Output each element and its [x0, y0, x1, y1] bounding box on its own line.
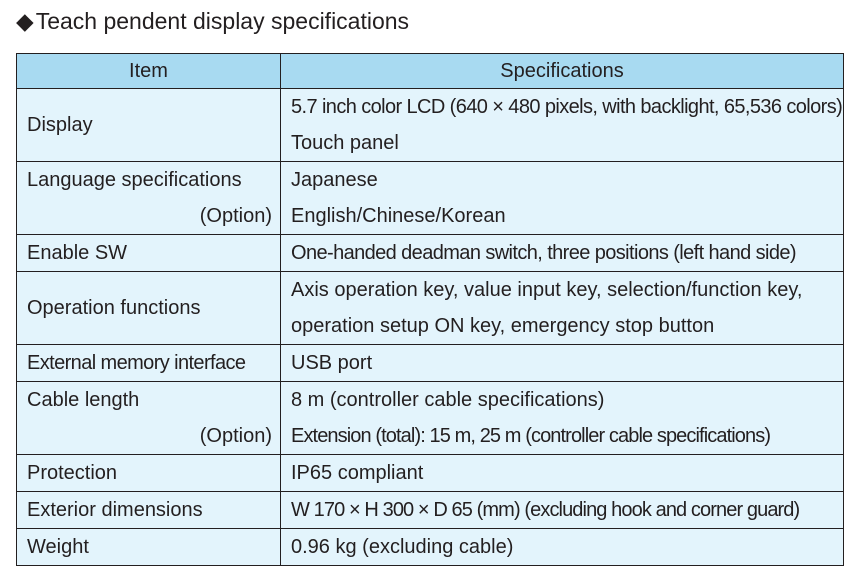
- spec-cell: USB port: [280, 344, 844, 382]
- spec-cell: 8 m (controller cable specifications) Ex…: [280, 381, 844, 455]
- spec-cell: W 170 × H 300 × D 65 (mm) (excluding hoo…: [280, 491, 844, 529]
- spec-line: USB port: [291, 352, 373, 374]
- item-option-label: (Option): [199, 425, 272, 447]
- spec-line: 0.96 kg (excluding cable): [291, 536, 514, 558]
- item-cell: Protection: [16, 454, 281, 492]
- item-label: Operation functions: [27, 297, 201, 319]
- table-header-row: Item Specifications: [16, 53, 844, 89]
- spec-line: 8 m (controller cable specifications): [291, 389, 605, 411]
- table-row: Weight 0.96 kg (excluding cable): [16, 528, 844, 566]
- item-cell: Operation functions: [16, 271, 281, 345]
- spec-line: Touch panel: [291, 132, 399, 154]
- spec-cell: One-handed deadman switch, three positio…: [280, 234, 844, 272]
- diamond-bullet-icon: ◆: [16, 8, 34, 34]
- item-label: External memory interface: [27, 352, 246, 374]
- item-cell: Weight: [16, 528, 281, 566]
- spec-line: Japanese: [291, 169, 378, 191]
- table-row: Display 5.7 inch color LCD (640 × 480 pi…: [16, 88, 844, 162]
- column-header-item: Item: [16, 53, 281, 89]
- spec-line: English/Chinese/Korean: [291, 205, 506, 227]
- spec-line: Extension (total): 15 m, 25 m (controlle…: [291, 425, 771, 447]
- item-label: Exterior dimensions: [27, 499, 203, 521]
- spec-cell: 5.7 inch color LCD (640 × 480 pixels, wi…: [280, 88, 844, 162]
- item-cell: Exterior dimensions: [16, 491, 281, 529]
- spec-line: Axis operation key, value input key, sel…: [291, 279, 803, 301]
- item-cell: Display: [16, 88, 281, 162]
- spec-line: One-handed deadman switch, three positio…: [291, 242, 797, 264]
- item-cell: External memory interface: [16, 344, 281, 382]
- heading-text: Teach pendent display specifications: [35, 8, 410, 34]
- item-cell: Language specifications (Option): [16, 161, 281, 235]
- table-row: Language specifications (Option) Japanes…: [16, 161, 844, 235]
- table-row: Operation functions Axis operation key, …: [16, 271, 844, 345]
- table-row: External memory interface USB port: [16, 344, 844, 382]
- spec-line: operation setup ON key, emergency stop b…: [291, 315, 715, 337]
- spec-cell: 0.96 kg (excluding cable): [280, 528, 844, 566]
- item-label: Display: [27, 114, 93, 136]
- spec-line: 5.7 inch color LCD (640 × 480 pixels, wi…: [291, 96, 843, 118]
- item-label: Language specifications: [27, 169, 242, 191]
- item-label: Protection: [27, 462, 118, 484]
- column-header-specifications: Specifications: [280, 53, 844, 89]
- item-label: Enable SW: [27, 242, 128, 264]
- table-row: Protection IP65 compliant: [16, 454, 844, 492]
- item-cell: Enable SW: [16, 234, 281, 272]
- spec-cell: Japanese English/Chinese/Korean: [280, 161, 844, 235]
- table-row: Cable length (Option) 8 m (controller ca…: [16, 381, 844, 455]
- item-label: Cable length: [27, 389, 140, 411]
- item-label: Weight: [27, 536, 89, 558]
- spec-table: Item Specifications Display 5.7 inch col…: [16, 53, 844, 566]
- section-heading: ◆Teach pendent display specifications: [16, 6, 409, 36]
- spec-line: IP65 compliant: [291, 462, 424, 484]
- table-row: Enable SW One-handed deadman switch, thr…: [16, 234, 844, 272]
- spec-cell: IP65 compliant: [280, 454, 844, 492]
- item-option-label: (Option): [199, 205, 272, 227]
- spec-line: W 170 × H 300 × D 65 (mm) (excluding hoo…: [291, 499, 800, 521]
- item-cell: Cable length (Option): [16, 381, 281, 455]
- table-row: Exterior dimensions W 170 × H 300 × D 65…: [16, 491, 844, 529]
- spec-cell: Axis operation key, value input key, sel…: [280, 271, 844, 345]
